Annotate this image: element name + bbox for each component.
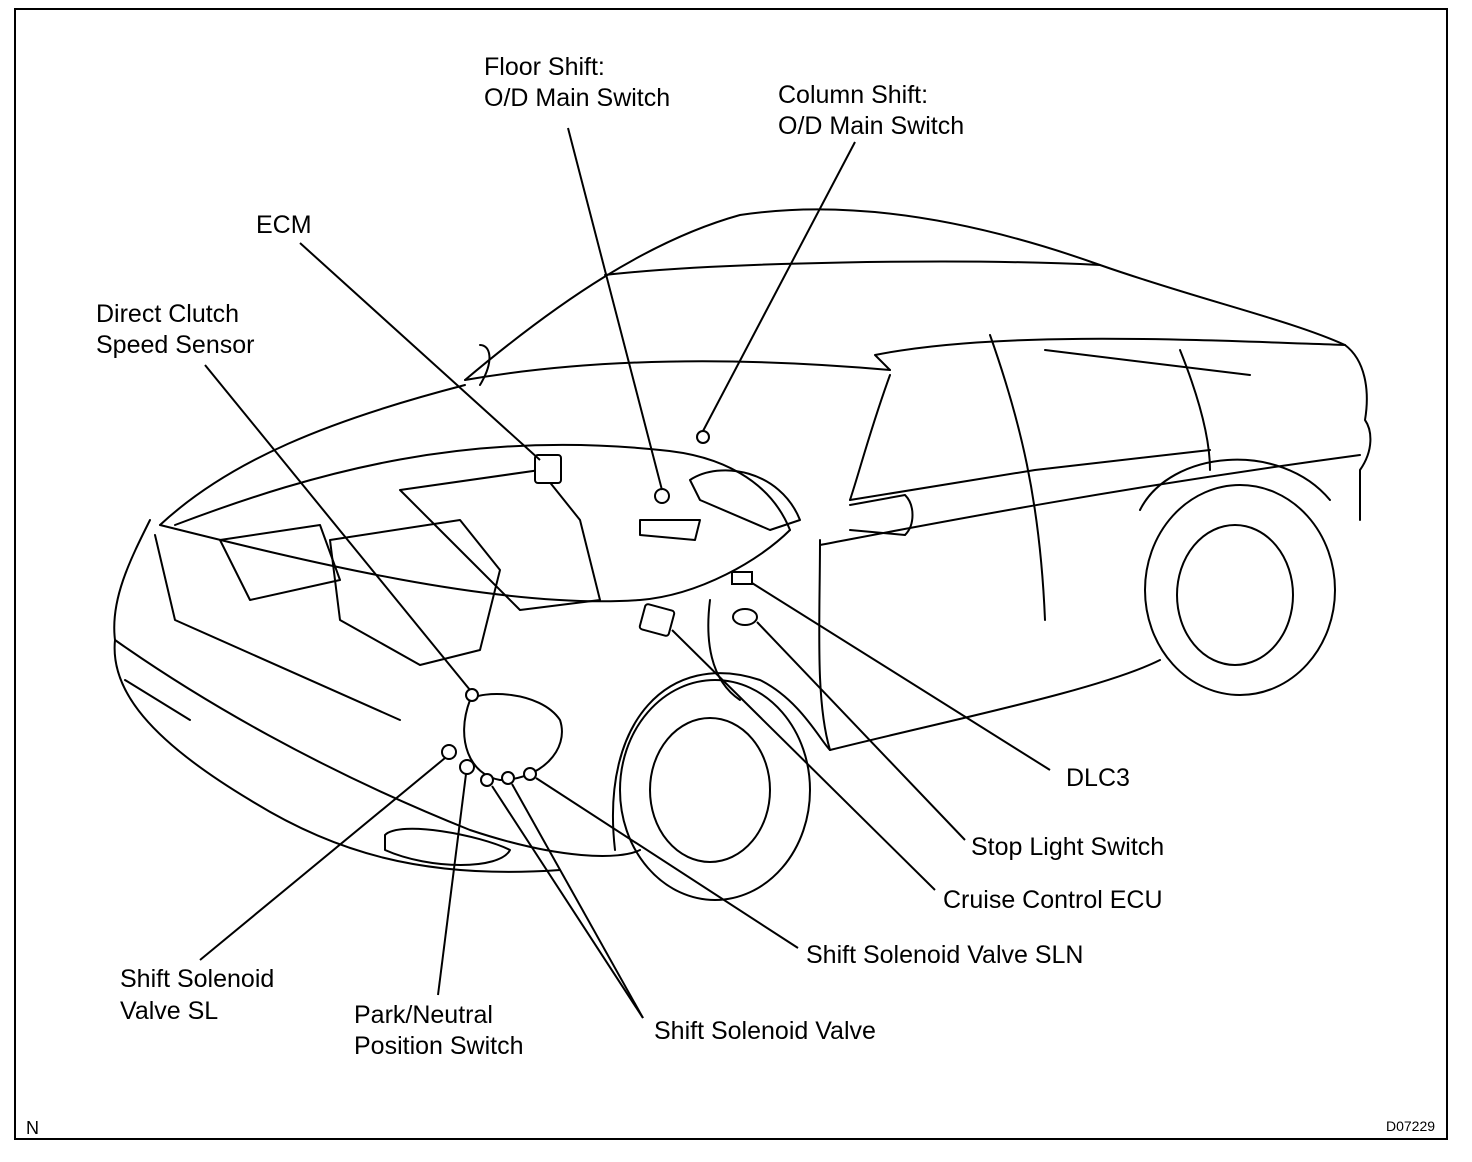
bumper-upper bbox=[114, 639, 641, 857]
car-outline bbox=[113, 208, 1372, 901]
kick-panel bbox=[707, 599, 741, 701]
roof-line bbox=[464, 208, 1346, 381]
leader-dlc3 bbox=[751, 582, 1051, 771]
front-tire bbox=[619, 679, 811, 901]
leader-sln bbox=[535, 777, 799, 949]
front-corner bbox=[113, 519, 151, 641]
floor-console bbox=[639, 519, 701, 541]
label-dlc3: DLC3 bbox=[1066, 764, 1130, 792]
label-sl-line1: Shift Solenoid bbox=[120, 965, 275, 993]
front-door-edge bbox=[818, 539, 831, 751]
radiator bbox=[219, 524, 341, 601]
windshield-base bbox=[464, 360, 891, 381]
front-wheel-arch bbox=[612, 672, 831, 851]
leader-column-shift bbox=[702, 141, 856, 432]
leader-pn-switch bbox=[437, 773, 467, 996]
hood-rear-edge bbox=[159, 384, 466, 526]
a-pillar bbox=[849, 374, 891, 501]
speed-sensor-marker bbox=[465, 688, 479, 702]
instrument-cluster bbox=[689, 469, 801, 531]
label-sl-line2: Valve SL bbox=[120, 997, 219, 1025]
cruise-ecu-marker bbox=[638, 603, 676, 637]
label-cruise-control-ecu: Cruise Control ECU bbox=[943, 886, 1163, 914]
label-pn-line1: Park/Neutral bbox=[354, 1001, 493, 1029]
rear-end bbox=[1344, 344, 1372, 521]
leader-sl bbox=[199, 757, 446, 961]
label-stop-light-switch: Stop Light Switch bbox=[971, 833, 1165, 861]
component-markers bbox=[441, 430, 758, 787]
beltline bbox=[849, 449, 1211, 501]
window-top bbox=[874, 337, 1346, 371]
column-shift-marker bbox=[696, 430, 710, 444]
grille-edge bbox=[154, 534, 401, 721]
pn-switch-marker bbox=[459, 759, 475, 775]
ssv-marker-1 bbox=[480, 773, 494, 787]
door-pillar-b bbox=[989, 334, 1046, 621]
leader-ssv-2 bbox=[511, 783, 644, 1019]
rocker-line bbox=[829, 659, 1161, 751]
floor-shift-marker bbox=[654, 488, 670, 504]
rear-rim bbox=[1176, 524, 1294, 666]
leader-ssv-1 bbox=[491, 785, 644, 1019]
rear-tire bbox=[1144, 484, 1336, 696]
side-crease bbox=[819, 454, 1361, 546]
engine-block bbox=[329, 519, 501, 666]
intake-manifold bbox=[399, 469, 601, 611]
hood-front-edge bbox=[159, 524, 791, 603]
label-shift-solenoid-valve-sln: Shift Solenoid Valve SLN bbox=[806, 941, 1084, 969]
bumper-lower bbox=[113, 639, 561, 873]
sln-marker bbox=[523, 767, 537, 781]
leader-floor-shift bbox=[567, 127, 663, 491]
label-ecm: ECM bbox=[256, 211, 312, 239]
mirror bbox=[479, 344, 491, 386]
label-pn-line2: Position Switch bbox=[354, 1032, 524, 1060]
fog-slot-left bbox=[124, 679, 191, 721]
ecm-marker bbox=[534, 454, 562, 484]
hood-opening bbox=[174, 443, 791, 531]
dlc3-marker bbox=[731, 571, 753, 585]
label-floor-shift-line2: O/D Main Switch bbox=[484, 84, 671, 112]
leader-lines bbox=[199, 127, 1051, 1019]
front-rim bbox=[649, 717, 771, 863]
label-column-shift-line1: Column Shift: bbox=[778, 81, 929, 109]
ssv-marker-2 bbox=[501, 771, 515, 785]
label-column-shift-line2: O/D Main Switch bbox=[778, 112, 965, 140]
diagram-frame bbox=[14, 8, 1448, 1140]
fog-lamp bbox=[384, 827, 511, 866]
label-direct-clutch-line1: Direct Clutch bbox=[96, 300, 240, 328]
label-direct-clutch-line2: Speed Sensor bbox=[96, 331, 255, 359]
leader-stop-light bbox=[756, 621, 966, 841]
figure-code: D07229 bbox=[1386, 1118, 1436, 1134]
transmission bbox=[463, 693, 563, 781]
roof-front-edge bbox=[604, 260, 1101, 276]
side-mirror bbox=[849, 494, 914, 536]
sl-marker bbox=[441, 744, 457, 760]
label-floor-shift-line1: Floor Shift: bbox=[484, 53, 605, 81]
label-shift-solenoid-valve: Shift Solenoid Valve bbox=[654, 1017, 876, 1045]
corner-mark: N bbox=[26, 1118, 39, 1138]
rear-window-top bbox=[1044, 349, 1251, 376]
stop-light-marker bbox=[732, 608, 758, 626]
rear-wheel-arch bbox=[1139, 458, 1331, 511]
leader-direct-clutch bbox=[204, 364, 471, 691]
leader-cruise-ecu bbox=[671, 629, 936, 891]
leader-ecm bbox=[299, 242, 541, 461]
